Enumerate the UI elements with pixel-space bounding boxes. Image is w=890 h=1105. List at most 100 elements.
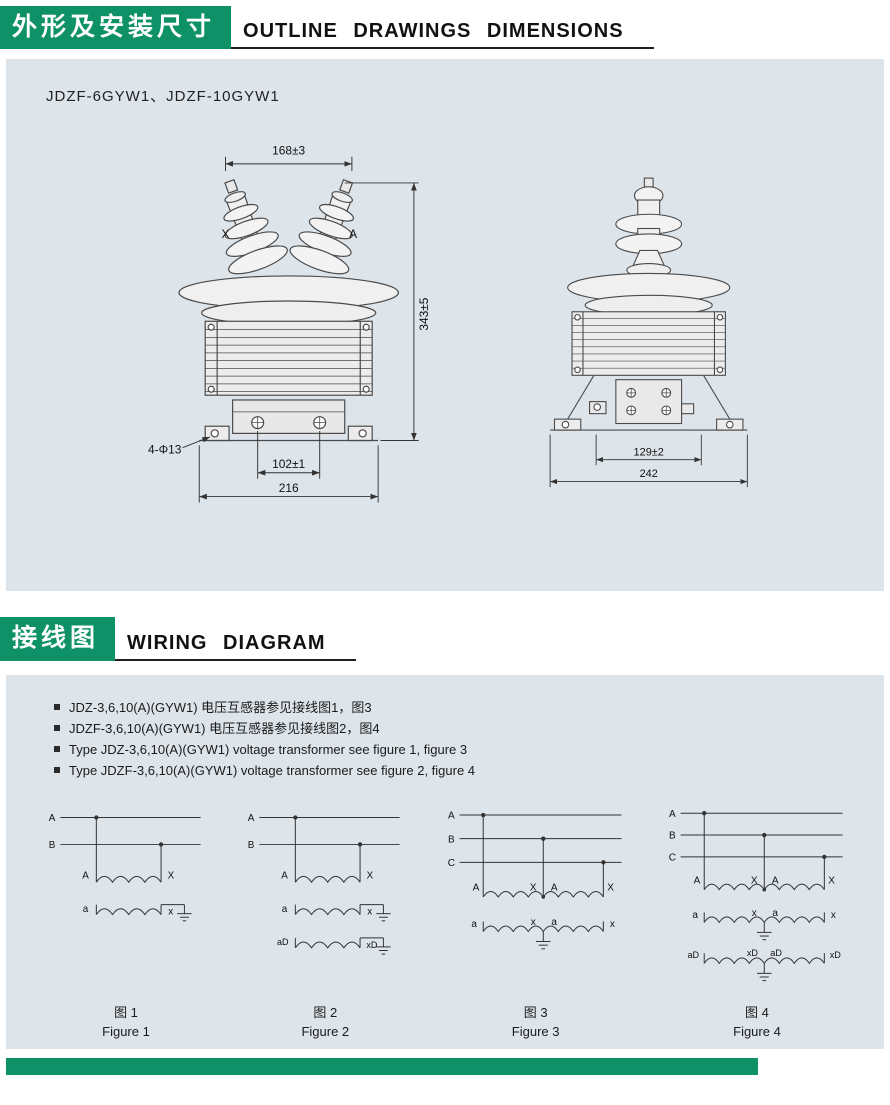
terminal-label-x: X xyxy=(222,227,230,241)
figure-caption-cn: 图 2 xyxy=(313,1004,338,1020)
bus-label: A xyxy=(448,810,455,821)
winding-label: x xyxy=(610,918,615,929)
section-header-outline: 外形及安装尺寸 OUTLINE DRAWINGS DIMENSIONS xyxy=(0,6,890,50)
outline-panel: JDZF-6GYW1、JDZF-10GYW1 xyxy=(6,59,884,592)
bus-label: B xyxy=(669,830,676,841)
winding-label: x xyxy=(168,906,173,917)
dim-side-width: 242 xyxy=(640,468,658,480)
note-item: Type JDZ-3,6,10(A)(GYW1) voltage transfo… xyxy=(54,739,884,760)
bus-label: A xyxy=(248,813,255,824)
dim-bolt-span: 102±1 xyxy=(272,457,305,471)
note-text: JDZF-3,6,10(A)(GYW1) 电压互感器参见接线图2，图4 xyxy=(69,720,380,736)
bushing-side xyxy=(615,177,683,278)
note-text: Type JDZ-3,6,10(A)(GYW1) voltage transfo… xyxy=(69,741,468,757)
wiring-title-en: WIRING DIAGRAM xyxy=(115,632,356,661)
bullet-square-icon xyxy=(54,725,60,731)
figure-caption-en: Figure 4 xyxy=(733,1023,781,1039)
winding-label: a xyxy=(83,903,89,914)
note-text: JDZ-3,6,10(A)(GYW1) 电压互感器参见接线图1，图3 xyxy=(69,699,372,715)
bottom-accent-bar xyxy=(6,1057,758,1075)
winding-label: X xyxy=(607,882,614,893)
side-dimension-lines xyxy=(549,434,748,488)
winding-label: X xyxy=(828,875,835,886)
winding-label: a xyxy=(772,908,778,919)
outline-drawings: 168±3 X A 4-Φ13 102±1 216 343±5 xyxy=(142,140,884,522)
wiring-diagram-1: A B A X a x xyxy=(49,813,201,921)
winding-label: a xyxy=(471,918,477,929)
transformer-side-body xyxy=(550,177,748,431)
winding-label: x xyxy=(752,908,757,919)
wiring-diagram-3: A B C A X A X a x a x xyxy=(447,810,622,949)
wiring-figure-3: A B C A X A X a x a x 图 3 Figure 3 xyxy=(445,795,627,1041)
dim-top-width: 168±3 xyxy=(272,144,305,158)
note-item: JDZ-3,6,10(A)(GYW1) 电压互感器参见接线图1，图3 xyxy=(54,697,884,718)
winding-label: A xyxy=(472,882,479,893)
figure-caption-cn: 图 1 xyxy=(114,1004,138,1020)
figure-caption-cn: 图 3 xyxy=(523,1004,548,1020)
front-view-drawing: 168±3 X A 4-Φ13 102±1 216 343±5 xyxy=(148,144,431,503)
circuit-lines xyxy=(60,816,201,921)
bullet-square-icon xyxy=(54,704,60,710)
winding-label: a xyxy=(692,909,698,920)
wiring-title-cn: 接线图 xyxy=(0,617,116,661)
terminal-label-a: A xyxy=(349,227,357,241)
bus-label: C xyxy=(669,852,676,863)
circuit-lines xyxy=(680,812,843,981)
winding-label: xD xyxy=(747,948,759,958)
circuit-lines xyxy=(259,816,400,955)
circuit-lines xyxy=(459,814,622,949)
winding-label: A xyxy=(694,875,701,886)
dim-side-inner: 129±2 xyxy=(634,447,664,459)
note-item: JDZF-3,6,10(A)(GYW1) 电压互感器参见接线图2，图4 xyxy=(54,718,884,739)
winding-label: A xyxy=(551,882,558,893)
figure-caption-en: Figure 2 xyxy=(301,1023,350,1039)
wiring-diagram-2: A B A X a x aD xD xyxy=(248,813,400,955)
winding-label: x xyxy=(368,906,373,917)
bullet-square-icon xyxy=(54,767,60,773)
bushing-right xyxy=(289,179,355,275)
dim-height: 343±5 xyxy=(417,297,431,330)
bus-label: A xyxy=(49,813,56,824)
wiring-figures: A B A X a x 图 1 Figure 1 xyxy=(6,781,884,1041)
wiring-panel: JDZ-3,6,10(A)(GYW1) 电压互感器参见接线图1，图3 JDZF-… xyxy=(6,674,884,1049)
outline-title-en: OUTLINE DRAWINGS DIMENSIONS xyxy=(231,20,654,50)
winding-label: xD xyxy=(830,949,842,959)
figure-caption-en: Figure 1 xyxy=(102,1023,150,1039)
bushing-left xyxy=(223,179,288,275)
dim-front-width: 216 xyxy=(279,481,299,495)
winding-label: A xyxy=(282,870,289,881)
outline-title-cn: 外形及安装尺寸 xyxy=(0,6,232,50)
winding-label: A xyxy=(82,870,89,881)
winding-label: x xyxy=(831,909,836,920)
figure-caption-cn: 图 4 xyxy=(745,1004,769,1020)
bus-label: B xyxy=(49,840,56,851)
side-view-drawing: 129±2 242 xyxy=(549,177,748,488)
winding-label: xD xyxy=(367,939,378,949)
winding-label: aD xyxy=(687,949,699,959)
note-text: Type JDZF-3,6,10(A)(GYW1) voltage transf… xyxy=(69,762,476,778)
note-item: Type JDZF-3,6,10(A)(GYW1) voltage transf… xyxy=(54,760,884,781)
winding-label: X xyxy=(367,870,374,881)
wiring-diagram-4: A B C A X A X a x a x aD xD aD xD xyxy=(669,808,843,981)
wiring-figure-4: A B C A X A X a x a x aD xD aD xD xyxy=(666,795,848,1041)
winding-label: x xyxy=(530,917,535,928)
bus-label: C xyxy=(447,857,454,868)
bus-label: A xyxy=(669,808,676,819)
section-header-wiring: 接线图 WIRING DIAGRAM xyxy=(0,617,890,661)
dim-holes: 4-Φ13 xyxy=(148,443,182,457)
wiring-notes: JDZ-3,6,10(A)(GYW1) 电压互感器参见接线图1，图3 JDZF-… xyxy=(6,697,884,781)
transformer-front-body xyxy=(178,179,400,442)
bus-label: B xyxy=(448,834,455,845)
winding-label: X xyxy=(751,875,758,886)
front-dimension-lines xyxy=(182,156,419,503)
winding-label: aD xyxy=(770,948,782,958)
wiring-figure-2: A B A X a x aD xD 图 2 Figure 2 xyxy=(245,795,405,1041)
winding-label: A xyxy=(772,875,779,886)
wiring-figure-1: A B A X a x 图 1 Figure 1 xyxy=(46,795,206,1041)
figure-caption-en: Figure 3 xyxy=(511,1023,560,1039)
winding-label: a xyxy=(551,917,557,928)
bullet-square-icon xyxy=(54,746,60,752)
bus-label: B xyxy=(248,840,255,851)
winding-label: X xyxy=(530,882,537,893)
model-label: JDZF-6GYW1、JDZF-10GYW1 xyxy=(46,88,280,106)
